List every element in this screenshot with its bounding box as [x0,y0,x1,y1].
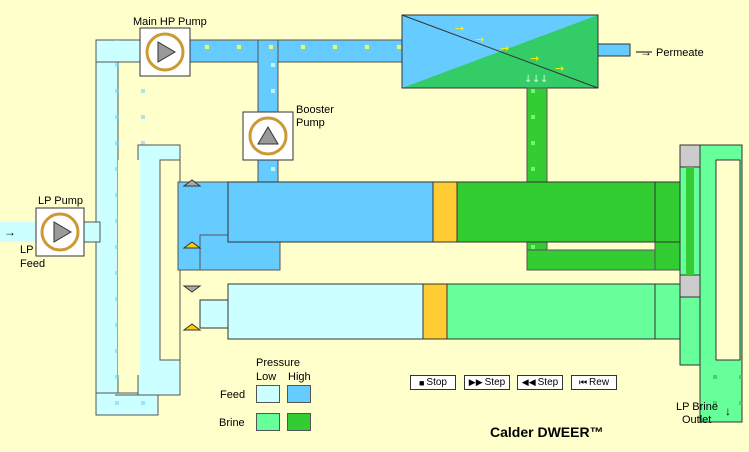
rewind-label: Rew [589,377,610,388]
step-back-label: Step [537,377,559,388]
legend-feed-label: Feed [220,389,246,401]
lp-feed-label-2: Feed [20,258,46,270]
svg-text:↓: ↓ [524,74,532,85]
svg-text:↓: ↓ [532,74,540,85]
lp-pump-label: LP Pump [38,195,84,207]
legend-brine-label: Brine [219,417,245,429]
svg-text:→: → [500,42,509,55]
stop-button[interactable]: ■ Stop [410,375,456,390]
cylinder-bottom [199,283,681,340]
lp-return-loop [115,144,181,396]
legend-brine-low-swatch [256,413,280,431]
legend-pressure-label: Pressure [256,357,301,369]
lp-pump-icon [35,207,85,257]
booster-pump-label-2: Pump [296,117,325,129]
legend-low-label: Low [256,371,277,383]
booster-pump-icon [242,111,294,161]
check-valves [182,179,202,331]
legend-brine-high-swatch [287,413,311,431]
lp-brine-label-2: Outlet [682,414,712,426]
step-back-icon: ◀◀ [521,377,536,387]
lp-feed-label-1: LP [20,244,34,256]
svg-text:↓: ↓ [540,74,548,85]
step-back-button[interactable]: ◀◀ Step [517,375,563,390]
permeate-arrow: → [640,45,652,59]
ro-membrane: → → → → → ↓ ↓ ↓ [401,14,631,89]
step-forward-icon: ▶▶ [468,377,483,387]
step-forward-button[interactable]: ▶▶ Step [464,375,510,390]
main-hp-pump-icon [139,27,191,77]
lp-brine-dots [700,360,742,420]
svg-text:→: → [555,62,564,75]
permeate-label: Permeate [656,47,704,59]
step-forward-label: Step [484,377,506,388]
svg-text:→: → [455,22,464,35]
legend-feed-high-swatch [287,385,311,403]
rewind-button[interactable]: ⏮ Rew [571,375,617,390]
rewind-icon: ⏮ [578,377,588,387]
cylinder-top [227,181,681,243]
lp-brine-label-1: LP Brine [676,401,718,413]
hp-brine-pipes [526,87,688,271]
booster-pump-label-1: Booster [296,104,334,116]
stop-button-label: Stop [426,377,447,388]
app-title: Calder DWEER™ [490,424,604,440]
svg-text:→: → [530,52,539,65]
lp-feed-arrow: → [4,225,16,239]
legend-high-label: High [288,371,311,383]
svg-text:→: → [475,33,484,46]
brine-flow-dots [527,88,547,270]
lp-brine-arrow: ↓ [725,404,731,418]
main-hp-pump-label: Main HP Pump [133,16,207,28]
stop-icon: ■ [418,377,425,388]
hp-flow-dots [180,40,402,62]
legend-feed-low-swatch [256,385,280,403]
